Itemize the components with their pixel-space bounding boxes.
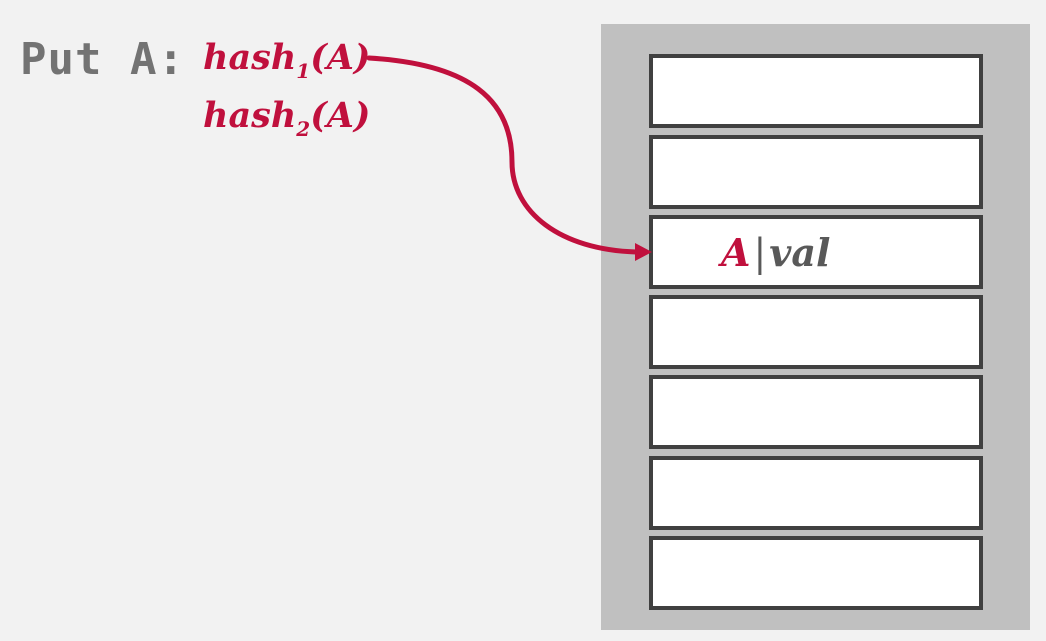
hash-1-subscript: 1 xyxy=(296,59,311,83)
hash-function-1: hash1(A) xyxy=(203,37,371,82)
slot-2-content: A|val xyxy=(721,230,831,276)
slot-2-value: val xyxy=(769,230,831,275)
hash-table-slot-5 xyxy=(649,456,983,530)
hash-1-argument: (A) xyxy=(310,37,371,78)
hash-table-slot-3 xyxy=(649,295,983,369)
put-operation-label: Put A: xyxy=(20,34,185,85)
hash-table-slot-6 xyxy=(649,536,983,610)
hash-table-slot-0 xyxy=(649,54,983,128)
hash-table-slot-1 xyxy=(649,135,983,209)
hash-1-name: hash xyxy=(203,37,297,78)
hash-table-slot-2: A|val xyxy=(649,215,983,289)
hash-2-subscript: 2 xyxy=(296,117,311,141)
slot-2-key: A xyxy=(721,230,751,275)
arrowhead-icon xyxy=(635,243,652,261)
hash-arrow-curve xyxy=(366,55,640,255)
hash-function-2: hash2(A) xyxy=(203,95,371,140)
slot-2-separator: | xyxy=(753,231,767,275)
hash-2-argument: (A) xyxy=(310,95,371,136)
hash-2-name: hash xyxy=(203,95,297,136)
hash-table-slot-4 xyxy=(649,375,983,449)
